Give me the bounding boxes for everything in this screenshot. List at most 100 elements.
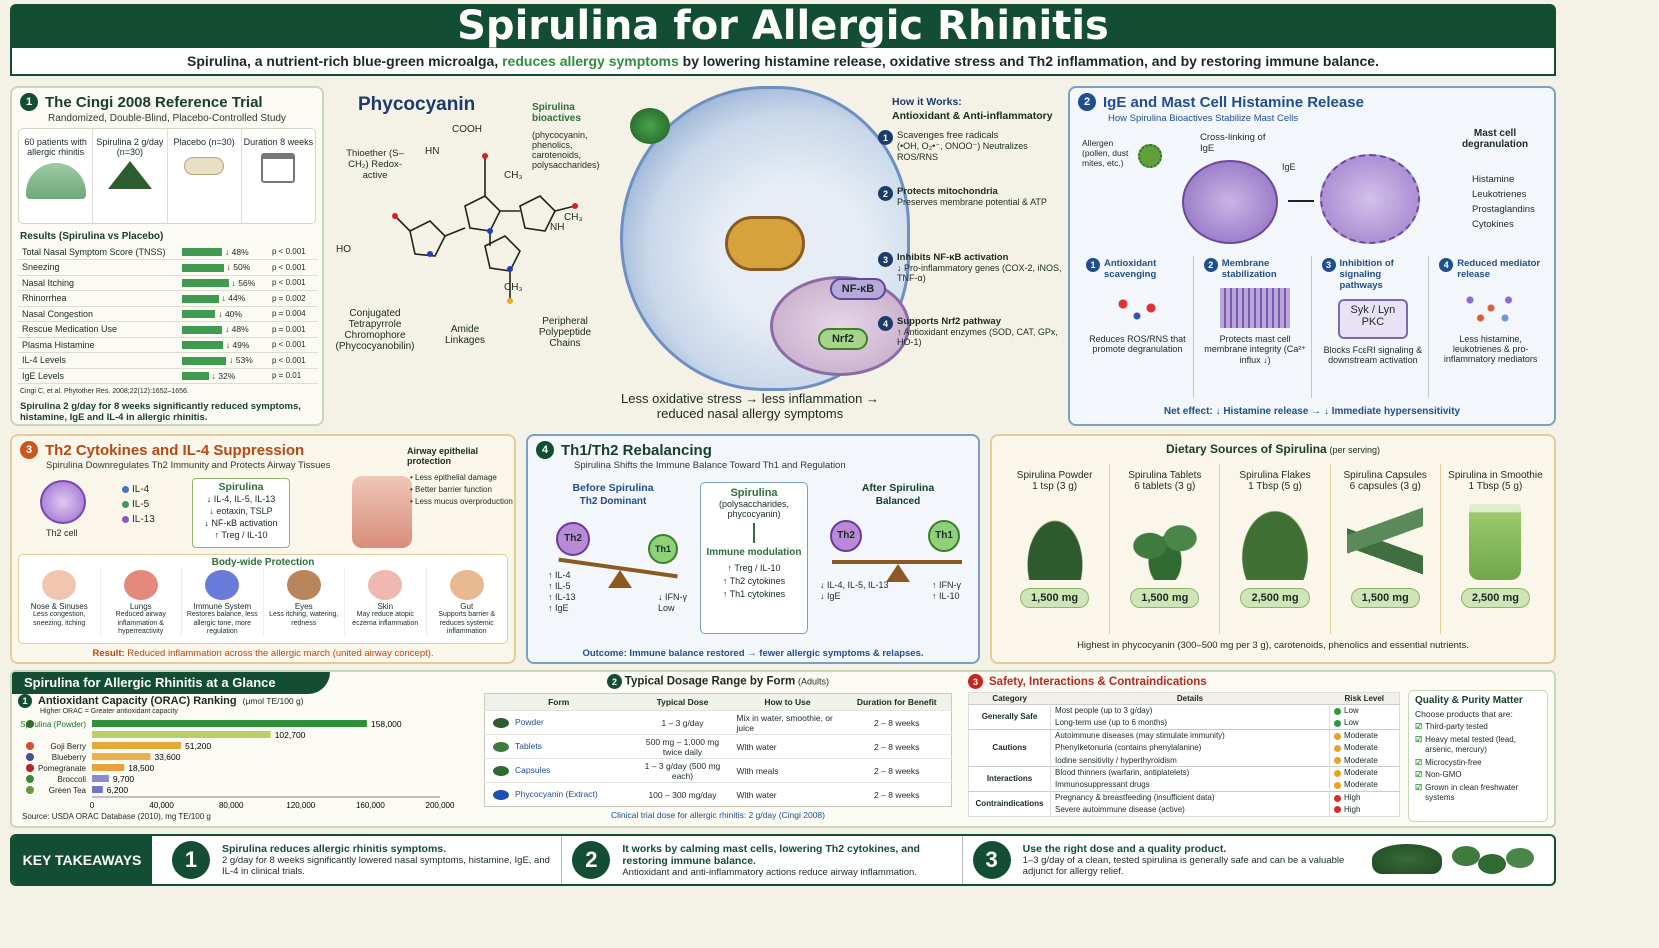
step-detail: ↓ Pro-inflammatory genes (COX-2, iNOS, T… — [897, 263, 1062, 283]
safety-risk-cell: Moderate — [1329, 766, 1400, 779]
dosage-form-cell: Powder — [485, 711, 633, 735]
quality-item-text: Third-party tested — [1425, 722, 1488, 731]
orac-bar — [92, 764, 125, 771]
dosage-title: Typical Dosage Range by Form — [624, 675, 796, 688]
balance-list-item: ↓ IgE — [820, 591, 841, 601]
orac-category-label: Pomegranate — [38, 764, 87, 773]
safety-risk: High — [1344, 805, 1361, 815]
dosage-form-cell: Capsules — [485, 759, 633, 783]
ige-panel: 2 IgE and Mast Cell Histamine Release Ho… — [1068, 86, 1556, 426]
orac-value-label: 158,000 — [371, 719, 402, 729]
risk-dot-icon — [1334, 794, 1341, 802]
dosage-duration: 2 – 8 weeks — [874, 765, 920, 776]
result-bar-cell: ↓ 53% — [178, 352, 268, 369]
result-bar-cell: ↓ 48% — [178, 321, 268, 338]
safety-detail: Autoimmune diseases (may stimulate immun… — [1055, 731, 1225, 741]
calendar-icon — [261, 153, 296, 183]
safety-risk-cell: Low — [1329, 716, 1400, 730]
cytokine-item: IL-13 — [122, 512, 155, 527]
balance-list-item: ↑ IL-13 — [548, 592, 576, 602]
step-body: Inhibits NF-κB activation↓ Pro-inflammat… — [897, 252, 1068, 283]
result-p: p = 0.004 — [268, 306, 318, 322]
trial-spirulina: Spirulina 2 g/day (n=30) — [93, 129, 168, 223]
step-number: 1 — [878, 130, 893, 145]
flakes-icon — [1237, 504, 1313, 580]
result-bar-cell: ↓ 40% — [178, 306, 268, 322]
glance-title-bar: Spirulina for Allergic Rhinitis at a Gla… — [12, 672, 330, 694]
balance-list-item: Low — [658, 603, 675, 613]
center-sub: (polysaccharides, phycocyanin) — [718, 499, 790, 519]
dosage-duration: 2 – 8 weeks — [874, 741, 920, 752]
orac-bar — [92, 753, 151, 760]
result-value: ↓ 40% — [218, 308, 242, 319]
dosage-header: Typical Dose — [656, 697, 709, 707]
food-icon — [26, 753, 34, 761]
th2-box-item: ↓ NF-κB activation — [204, 518, 278, 528]
orac-bar — [92, 786, 103, 793]
allergen-icon — [1138, 144, 1162, 168]
safety-risk: Moderate — [1344, 768, 1378, 778]
step-title: Supports Nrf2 pathway — [897, 316, 1001, 327]
safety-detail: Immunosuppressant drugs — [1055, 780, 1150, 790]
safety-section: 3 Safety, Interactions & Contraindicatio… — [968, 674, 1400, 826]
dosage-dose: 500 mg – 1,000 mg twice daily — [645, 736, 720, 757]
body-item-detail: Restores balance, less allergic tone, mo… — [186, 611, 258, 635]
label-hn: HN — [425, 146, 440, 157]
risk-dot-icon — [1334, 806, 1341, 814]
result-name: Rescue Medication Use — [18, 321, 178, 338]
safety-category: Interactions — [968, 766, 1051, 792]
balance-list-item: ↑ IL-10 — [932, 591, 960, 601]
phycocyanin-structure — [392, 153, 578, 304]
takeaway-number: 2 — [572, 841, 611, 879]
safety-detail: Phenylketonuria (contains phenylalanine) — [1055, 743, 1202, 753]
source-name: Spirulina Powder — [1016, 470, 1093, 481]
quality-item: ☑Microcystin-free — [1415, 758, 1541, 769]
source-serving: 1 Tbsp (5 g) — [1248, 481, 1302, 492]
balance-list-item: ↑ Th2 cytokines — [722, 576, 786, 586]
ige-card-detail: Reduces ROS/RNS that promote degranulati… — [1089, 334, 1186, 354]
airway-title: Airway epithelial protection — [407, 446, 479, 466]
cytokine-dot-icon — [122, 500, 129, 508]
safety-risk-cell: High — [1329, 803, 1400, 817]
airway-tissue-icon — [352, 476, 412, 548]
step-title: Inhibits NF-κB activation — [897, 252, 1009, 263]
safety-detail: Blood thinners (warfarin, antiplatelets) — [1055, 768, 1190, 778]
quality-item-text: Non-GMO — [1425, 770, 1462, 779]
syk-lyn-pkc-box: Syk / Lyn PKC — [1337, 299, 1408, 339]
result-row: IgE Levels↓ 32%p = 0.01 — [18, 368, 318, 384]
orac-x-tick: 160,000 — [356, 801, 385, 810]
sources-title-note: (per serving) — [1329, 445, 1380, 455]
risk-dot-icon — [1334, 719, 1341, 727]
balance-list-item: ↑ Th1 cytokines — [722, 589, 786, 599]
source-name: Spirulina Tablets — [1128, 470, 1202, 481]
body-item-name: Nose & Sinuses — [30, 602, 88, 611]
result-bar-cell: ↓ 49% — [178, 337, 268, 353]
airway-item: • Less mucus overproduction — [410, 496, 513, 508]
mediator-item: Histamine — [1472, 174, 1515, 185]
trial-citation: Cingi C, et al. Phytother Res. 2008;22(1… — [20, 388, 189, 395]
airway-item: • Better barrier function — [410, 484, 513, 496]
cytokine-item: IL-5 — [122, 497, 155, 512]
mediator-particles-icon — [1455, 288, 1526, 328]
body-item-name: Eyes — [294, 602, 313, 611]
result-row: Nasal Itching↓ 56%p < 0.001 — [18, 275, 318, 291]
result-bar-cell: ↓ 44% — [178, 290, 268, 307]
body-title: Body-wide Protection — [211, 557, 315, 568]
checkbox-icon: ☑ — [1415, 770, 1423, 779]
result-bar — [182, 325, 222, 334]
dosage-use: With meals — [736, 765, 779, 776]
step-number: 3 — [878, 252, 893, 267]
immune-cell-icon — [205, 570, 240, 600]
balance-list-item: ↑ IL-4 — [548, 570, 571, 580]
food-icon — [26, 720, 34, 728]
dosage-use: With water — [736, 789, 777, 800]
after-left-list: ↓ IL-4, IL-5, IL-13↓ IgE — [820, 580, 889, 602]
label-ch3c: CH₃ — [504, 282, 523, 293]
